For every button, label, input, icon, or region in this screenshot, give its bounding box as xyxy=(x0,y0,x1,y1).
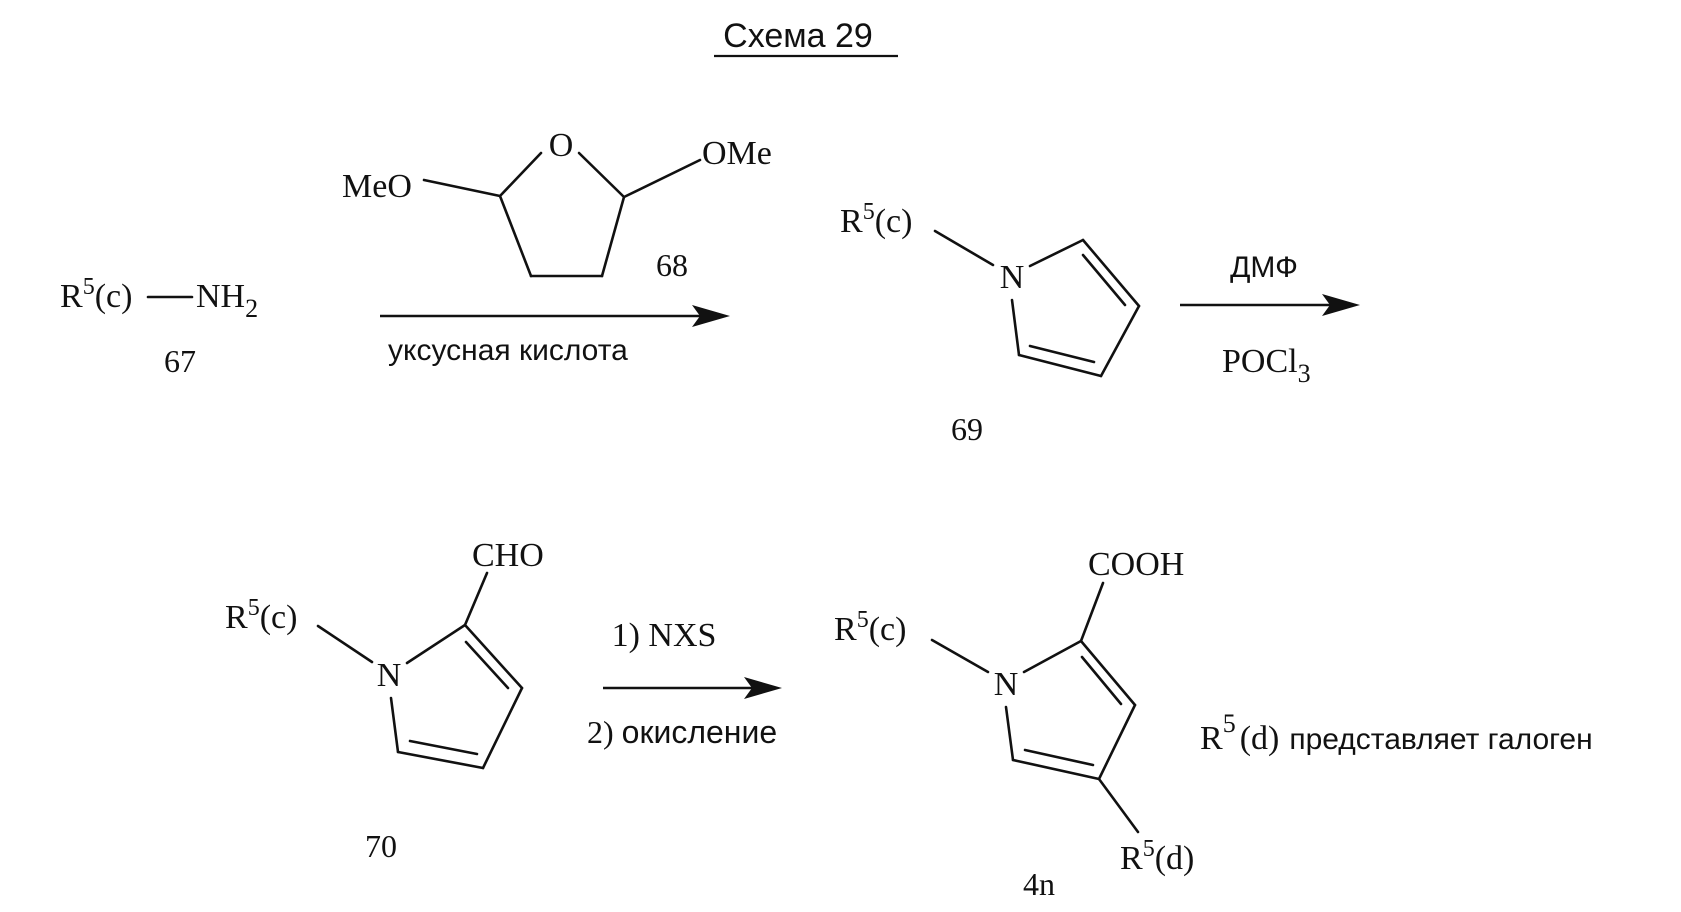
svg-text:R5(c): R5(c) xyxy=(834,607,906,648)
svg-text:R5(d): R5(d) xyxy=(1120,836,1194,877)
nitrogen-4n: N xyxy=(994,666,1019,703)
ring-oxygen: O xyxy=(549,127,574,164)
note-text: представляет галоген xyxy=(1289,723,1592,756)
note-superscript: 5 xyxy=(1223,709,1236,738)
superscript-69: 5 xyxy=(863,199,875,225)
compound-69: R5(c) N 69 xyxy=(840,199,1139,447)
amine-superscript: 5 xyxy=(83,274,95,300)
compound-number-4n: 4n xyxy=(1023,866,1055,902)
compound-number-70: 70 xyxy=(365,828,397,864)
compound-4n: R5(c) N COOH R5(d) 4n xyxy=(834,546,1194,902)
r-d-label-4n: (d) xyxy=(1155,840,1195,877)
r-label-4n: (c) xyxy=(869,611,907,648)
reaction-arrow-1 xyxy=(380,305,730,327)
reaction-arrow-3 xyxy=(603,677,782,699)
amine-r: R xyxy=(60,278,83,315)
amine-nh: NH xyxy=(196,278,245,315)
nitrogen-69: N xyxy=(1000,259,1025,296)
superscript-4n: 5 xyxy=(857,607,869,633)
r-70: R xyxy=(225,599,248,636)
carboxyl-group: COOH xyxy=(1088,546,1184,583)
scheme-title: Схема 29 xyxy=(723,17,873,55)
svg-text:2) окисление: 2) окисление xyxy=(587,714,777,750)
svg-text:R5(c): R5(c) xyxy=(60,274,132,315)
reagent-dmf: ДМФ xyxy=(1230,251,1298,284)
svg-text:R5(d)представляет галоген: R5(d) представляет галоген xyxy=(1200,709,1593,757)
compound-70: R5(c) N CHO 70 xyxy=(225,537,544,864)
r-69: R xyxy=(840,203,863,240)
methoxy-left: MeO xyxy=(342,168,412,205)
superscript-70: 5 xyxy=(248,595,260,621)
svg-text:NH2: NH2 xyxy=(196,278,258,323)
svg-text:POCl3: POCl3 xyxy=(1222,343,1311,388)
note-r: R xyxy=(1200,720,1223,757)
amine-h-subscript: 2 xyxy=(245,294,258,323)
r-label-69: (c) xyxy=(875,203,913,240)
amine-r-label: (c) xyxy=(95,278,133,315)
step-oxidation: окисление xyxy=(622,714,777,750)
compound-number-69: 69 xyxy=(951,411,983,447)
reaction-arrow-2 xyxy=(1180,294,1360,316)
aldehyde-group: CHO xyxy=(472,537,544,574)
reagent-pocl-subscript: 3 xyxy=(1298,359,1311,388)
compound-68: O MeO OMe 68 xyxy=(342,127,772,283)
compound-number-67: 67 xyxy=(164,343,196,379)
r-d-4n: R xyxy=(1120,840,1143,877)
nitrogen-70: N xyxy=(377,657,402,694)
compound-67: R5(c) NH2 67 xyxy=(60,274,258,379)
condition-acetic-acid: уксусная кислота xyxy=(388,334,628,367)
reagent-pocl: POCl xyxy=(1222,343,1298,380)
r-label-70: (c) xyxy=(260,599,298,636)
svg-text:R5(c): R5(c) xyxy=(225,595,297,636)
halogen-note: R5(d) представляет галоген xyxy=(1200,709,1593,757)
step-oxidation-number: 2) xyxy=(587,714,622,750)
methoxy-right: OMe xyxy=(702,135,772,172)
note-r-label: (d) xyxy=(1240,720,1280,757)
superscript-d-4n: 5 xyxy=(1143,836,1155,862)
r-4n: R xyxy=(834,611,857,648)
compound-number-68: 68 xyxy=(656,247,688,283)
step-nxs: 1) NXS xyxy=(612,617,717,654)
svg-text:R5(c): R5(c) xyxy=(840,199,912,240)
